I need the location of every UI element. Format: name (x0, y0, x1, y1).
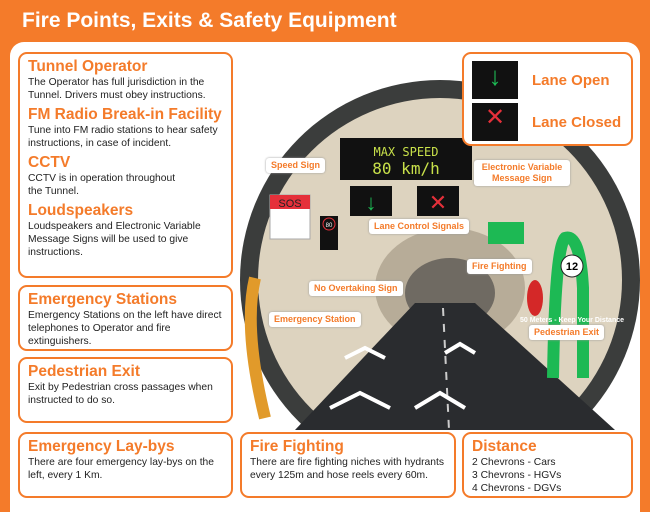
info-box-laybys: Emergency Lay-bys There are four emergen… (18, 432, 233, 498)
label-fire-fighting: Fire Fighting (467, 259, 532, 274)
vms-line-2: 80 km/h (372, 159, 439, 178)
road-text: 50 Meters - Keep Your Distance (520, 317, 624, 324)
legend-lane-closed: Lane Closed (532, 113, 622, 131)
lane-open-arrow-icon: ↓ (366, 190, 377, 215)
heading-loudspeakers: Loudspeakers (28, 202, 134, 219)
heading-emergency-stations: Emergency Stations (28, 291, 178, 308)
vms-line-1: MAX SPEED (373, 145, 438, 159)
distance-cars: 2 Chevrons - Cars (472, 457, 556, 468)
text-loudspeakers: Loudspeakers and Electronic Variable Mes… (28, 221, 201, 258)
lane-closed-signal-icon: ✕ (472, 103, 518, 141)
info-box-distance: Distance 2 Chevrons - Cars 3 Chevrons - … (462, 432, 633, 498)
heading-fire-fighting: Fire Fighting (250, 438, 344, 455)
page-title: Fire Points, Exits & Safety Equipment (22, 9, 397, 32)
label-emergency-station: Emergency Station (269, 312, 361, 327)
heading-laybys: Emergency Lay-bys (28, 438, 175, 455)
distance-dgvs: 4 Chevrons - DGVs (472, 483, 562, 494)
speed-value: 80 (326, 223, 333, 229)
heading-cctv: CCTV (28, 154, 71, 171)
text-cctv: CCTV is in operation throughout the Tunn… (28, 173, 176, 197)
label-lane-control: Lane Control Signals (369, 219, 470, 234)
text-fire-fighting: There are fire fighting niches with hydr… (250, 457, 445, 481)
heading-fm-radio: FM Radio Break-in Facility (28, 106, 222, 123)
text-fm-radio: Tune into FM radio stations to hear safe… (28, 125, 218, 149)
text-tunnel-operator: The Operator has full jurisdiction in th… (28, 77, 206, 101)
legend-lane-open: Lane Open (532, 71, 610, 89)
text-emergency-stations: Emergency Stations on the left have dire… (28, 310, 222, 347)
distance-hgvs: 3 Chevrons - HGVs (472, 470, 562, 481)
text-laybys: There are four emergency lay-bys on the … (28, 457, 215, 481)
info-box-operations: Tunnel Operator The Operator has full ju… (18, 52, 233, 278)
label-vms: Electronic Variable Message Sign (474, 160, 570, 186)
label-pedestrian-exit: Pedestrian Exit (529, 325, 605, 340)
sos-text: SOS (278, 198, 301, 210)
lane-closed-x-icon: ✕ (429, 190, 447, 215)
label-no-overtaking: No Overtaking Sign (309, 281, 403, 296)
info-box-pedestrian-exit: Pedestrian Exit Exit by Pedestrian cross… (18, 357, 233, 423)
lane-signal-legend: ↓ Lane Open ✕ Lane Closed (462, 52, 633, 146)
heading-tunnel-operator: Tunnel Operator (28, 58, 148, 75)
lane-open-signal-icon: ↓ (472, 61, 518, 99)
info-box-emergency-stations: Emergency Stations Emergency Stations on… (18, 285, 233, 351)
info-box-fire-fighting: Fire Fighting There are fire fighting ni… (240, 432, 456, 498)
heading-distance: Distance (472, 438, 537, 455)
exit-number: 12 (566, 261, 578, 273)
label-speed-sign: Speed Sign (266, 158, 326, 173)
text-pedestrian-exit: Exit by Pedestrian cross passages when i… (28, 382, 213, 406)
heading-pedestrian-exit: Pedestrian Exit (28, 363, 140, 380)
